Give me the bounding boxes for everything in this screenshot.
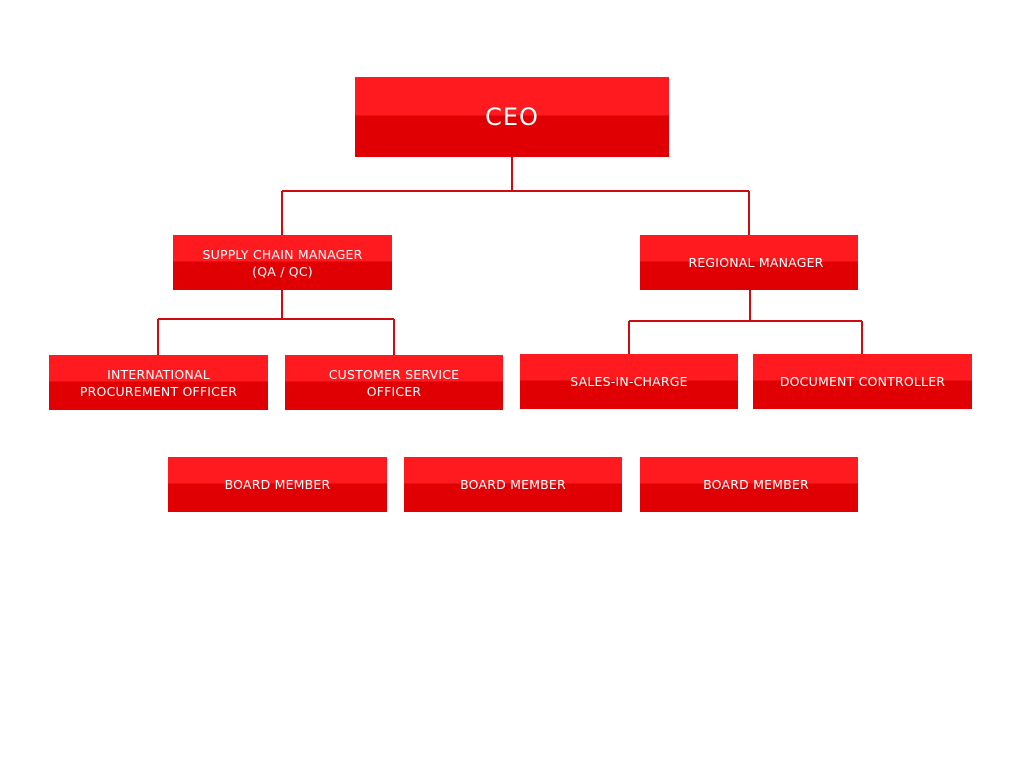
supply-chain-manager-title: SUPPLY CHAIN MANAGER — [202, 246, 363, 262]
supply-chain-manager-subtitle: (QA / QC) — [252, 263, 313, 279]
board-member-box-3[interactable]: BOARD MEMBER — [640, 457, 858, 512]
board-member-box-2[interactable]: BOARD MEMBER — [404, 457, 622, 512]
sales-in-charge-box[interactable]: SALES-IN-CHARGE — [520, 354, 738, 409]
customer-service-officer-line2: OFFICER — [366, 383, 422, 399]
ceo-connector — [281, 157, 750, 235]
regional-manager-box[interactable]: REGIONAL MANAGER — [640, 235, 858, 290]
ceo-label: CEO — [485, 103, 539, 131]
board-member-label: BOARD MEMBER — [703, 477, 809, 492]
board-member-label: BOARD MEMBER — [224, 477, 331, 492]
customer-service-officer-line1: CUSTOMER SERVICE — [328, 366, 460, 382]
sales-in-charge-label: SALES-IN-CHARGE — [570, 374, 688, 389]
international-procurement-officer-line2: PROCUREMENT OFFICER — [79, 383, 238, 399]
board-member-label: BOARD MEMBER — [460, 477, 566, 492]
ceo-box[interactable]: CEO — [355, 77, 669, 157]
document-controller-label: DOCUMENT CONTROLLER — [779, 374, 946, 389]
supply-chain-manager-box[interactable]: SUPPLY CHAIN MANAGER (QA / QC) — [173, 235, 392, 290]
regional-connector — [628, 290, 863, 354]
regional-manager-label: REGIONAL MANAGER — [688, 255, 824, 270]
international-procurement-officer-line1: INTERNATIONAL — [107, 366, 210, 382]
customer-service-officer-box[interactable]: CUSTOMER SERVICE OFFICER — [285, 355, 503, 410]
document-controller-box[interactable]: DOCUMENT CONTROLLER — [753, 354, 972, 409]
board-member-box-1[interactable]: BOARD MEMBER — [168, 457, 387, 512]
international-procurement-officer-box[interactable]: INTERNATIONAL PROCUREMENT OFFICER — [49, 355, 268, 410]
supply-chain-connector — [157, 290, 395, 355]
